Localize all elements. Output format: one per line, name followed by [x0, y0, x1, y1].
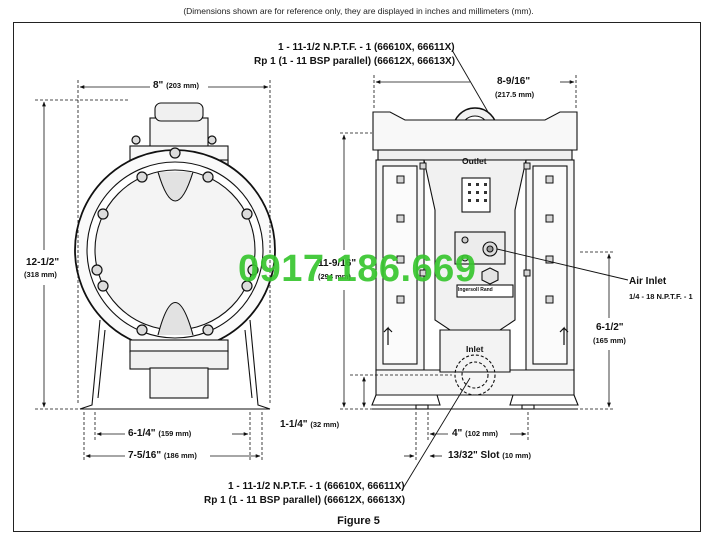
- front-width-label: 8-9/16": [497, 76, 531, 87]
- front-width-mm: (217.5 mm): [495, 90, 535, 99]
- front-height-mm: (294 mm): [318, 272, 351, 281]
- base-inner-label: 6-1/4" (159 mm): [128, 428, 192, 439]
- front-view-pump: [371, 107, 579, 410]
- side-view-dimensions: [35, 80, 271, 460]
- side-height-mm: (318 mm): [24, 270, 57, 279]
- inlet-height-label: 1-1/4" (32 mm): [280, 419, 340, 430]
- inlet-thread-line1: 1 - 11-1/2 N.P.T.F. - 1 (66610X, 66611X): [228, 481, 405, 492]
- outlet-thread-line2: Rp 1 (1 - 11 BSP parallel) (66612X, 6661…: [254, 56, 456, 67]
- drawing-frame: [13, 22, 701, 532]
- brand-plate: Ingersoll Rand: [458, 287, 493, 293]
- right-height-mm: (165 mm): [593, 336, 626, 345]
- outlet-thread-line1: 1 - 11-1/2 N.P.T.F. - 1 (66610X, 66611X): [278, 42, 455, 53]
- air-inlet-thread: 1/4 - 18 N.P.T.F. - 1: [629, 292, 693, 301]
- front-height-label: 11-9/16": [318, 258, 357, 269]
- side-view-pump: [74, 102, 276, 410]
- side-width-label: 8" (203 mm): [153, 80, 200, 91]
- inlet-label: Inlet: [466, 344, 484, 354]
- foot-spacing-label: 4" (102 mm): [452, 428, 499, 439]
- side-height-label: 12-1/2": [26, 257, 60, 268]
- right-height-label: 6-1/2": [596, 322, 624, 333]
- figure-label: Figure 5: [337, 515, 380, 527]
- air-inlet-label: Air Inlet: [629, 276, 667, 287]
- front-view-dimensions: [340, 49, 629, 491]
- phone-watermark: 0917.186.669: [238, 248, 477, 290]
- base-outer-label: 7-5/16" (186 mm): [128, 450, 197, 461]
- reference-caption: (Dimensions shown are for reference only…: [183, 6, 534, 16]
- inlet-thread-line2: Rp 1 (1 - 11 BSP parallel) (66612X, 6661…: [204, 495, 406, 506]
- outlet-label: Outlet: [462, 156, 487, 166]
- slot-label: 13/32" Slot (10 mm): [448, 450, 531, 461]
